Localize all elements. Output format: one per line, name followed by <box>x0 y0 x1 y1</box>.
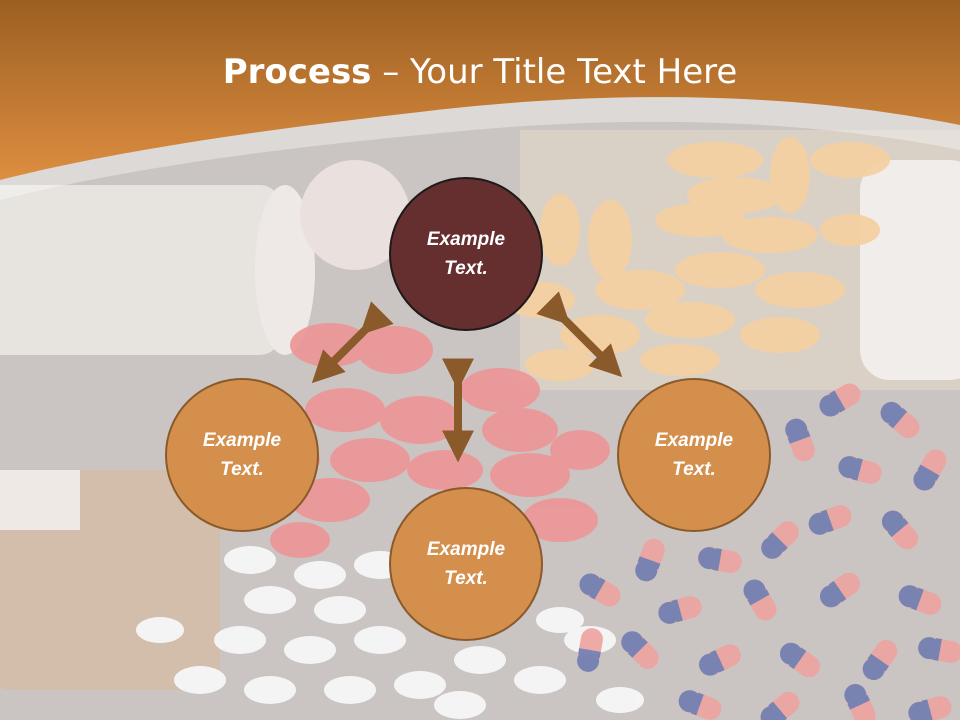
node-bottom[interactable]: Example Text. <box>389 487 543 641</box>
node-top-line2: Text. <box>444 258 488 279</box>
title-bold: Process <box>222 52 372 92</box>
node-right[interactable]: Example Text. <box>617 378 771 532</box>
slide-title: Process – Your Title Text Here <box>0 52 960 92</box>
node-top[interactable]: Example Text. <box>389 177 543 331</box>
arrow-top-right <box>536 291 623 378</box>
node-top-line1: Example <box>426 229 506 250</box>
header-band <box>0 0 960 180</box>
white-bottle-left <box>0 160 410 355</box>
node-bottom-line1: Example <box>426 539 506 560</box>
node-right-line2: Text. <box>672 459 716 480</box>
node-left-line2: Text. <box>220 459 264 480</box>
node-left[interactable]: Example Text. <box>165 378 319 532</box>
node-left-line1: Example <box>202 430 282 451</box>
node-right-line1: Example <box>654 430 734 451</box>
white-tablets <box>136 546 644 719</box>
arrow-top-left <box>311 301 394 384</box>
node-bottom-line2: Text. <box>444 568 488 589</box>
title-rest: – Your Title Text Here <box>371 52 738 92</box>
